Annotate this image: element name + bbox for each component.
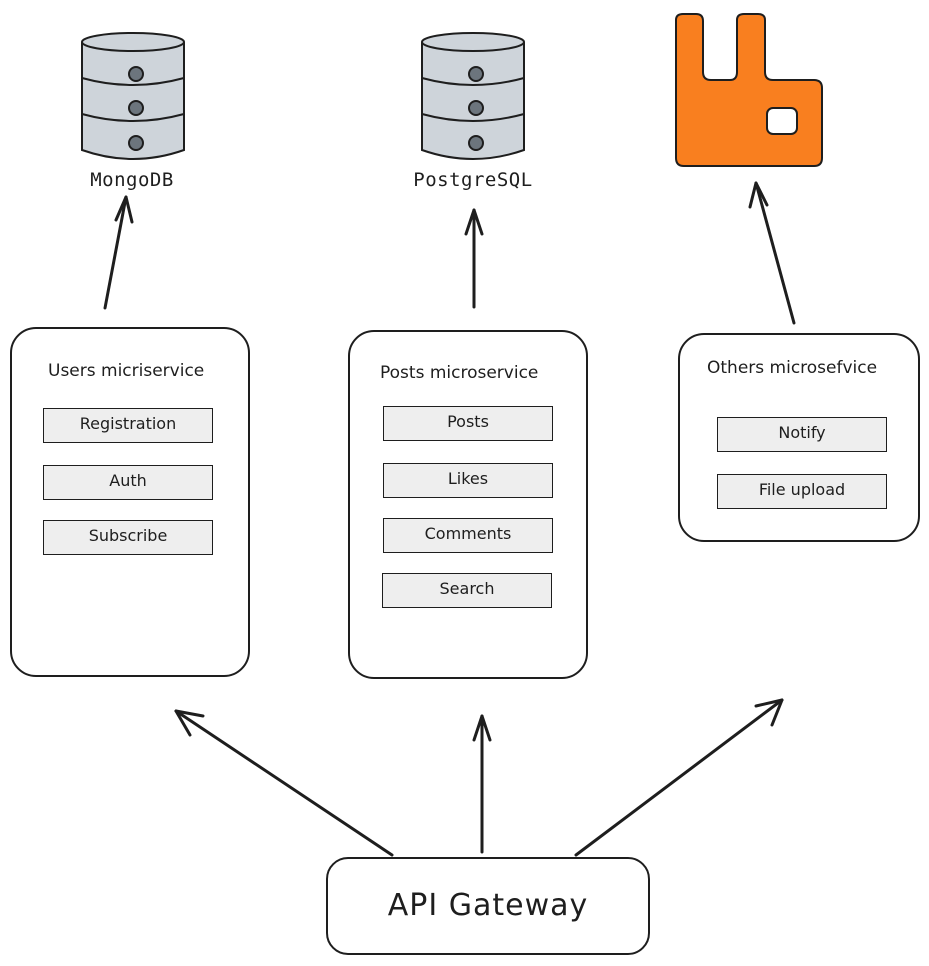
feature-auth: Auth [43, 465, 213, 500]
feature-posts: Posts [383, 406, 553, 441]
arrow-users-to-mongodb [103, 195, 134, 310]
arrow-gateway-to-posts [472, 714, 492, 854]
feature-comments: Comments [383, 518, 553, 553]
users-microservice-title: Users micriservice [48, 361, 205, 381]
users-microservice-box: Users micriservice Registration Auth Sub… [10, 327, 250, 677]
api-gateway-box: API Gateway [326, 857, 650, 955]
others-microservice-title: Others microsefvice [707, 358, 878, 378]
database-icon [421, 32, 525, 160]
feature-notify: Notify [717, 417, 887, 452]
feature-file-upload: File upload [717, 474, 887, 509]
others-microservice-box: Others microsefvice Notify File upload [678, 333, 920, 542]
feature-registration: Registration [43, 408, 213, 443]
rabbitmq-icon [675, 13, 823, 167]
postgresql-label: PostgreSQL [413, 169, 533, 191]
arrow-others-to-rabbitmq [748, 181, 796, 325]
arrow-posts-to-postgresql [464, 208, 484, 309]
feature-search: Search [382, 573, 552, 608]
mongodb-label: MongoDB [90, 169, 174, 191]
posts-microservice-box: Posts microservice Posts Likes Comments … [348, 330, 588, 679]
arrow-gateway-to-others [574, 698, 784, 857]
posts-microservice-title: Posts microservice [380, 363, 539, 383]
database-icon [81, 32, 185, 160]
feature-likes: Likes [383, 463, 553, 498]
arrow-gateway-to-users [174, 709, 394, 857]
feature-subscribe: Subscribe [43, 520, 213, 555]
